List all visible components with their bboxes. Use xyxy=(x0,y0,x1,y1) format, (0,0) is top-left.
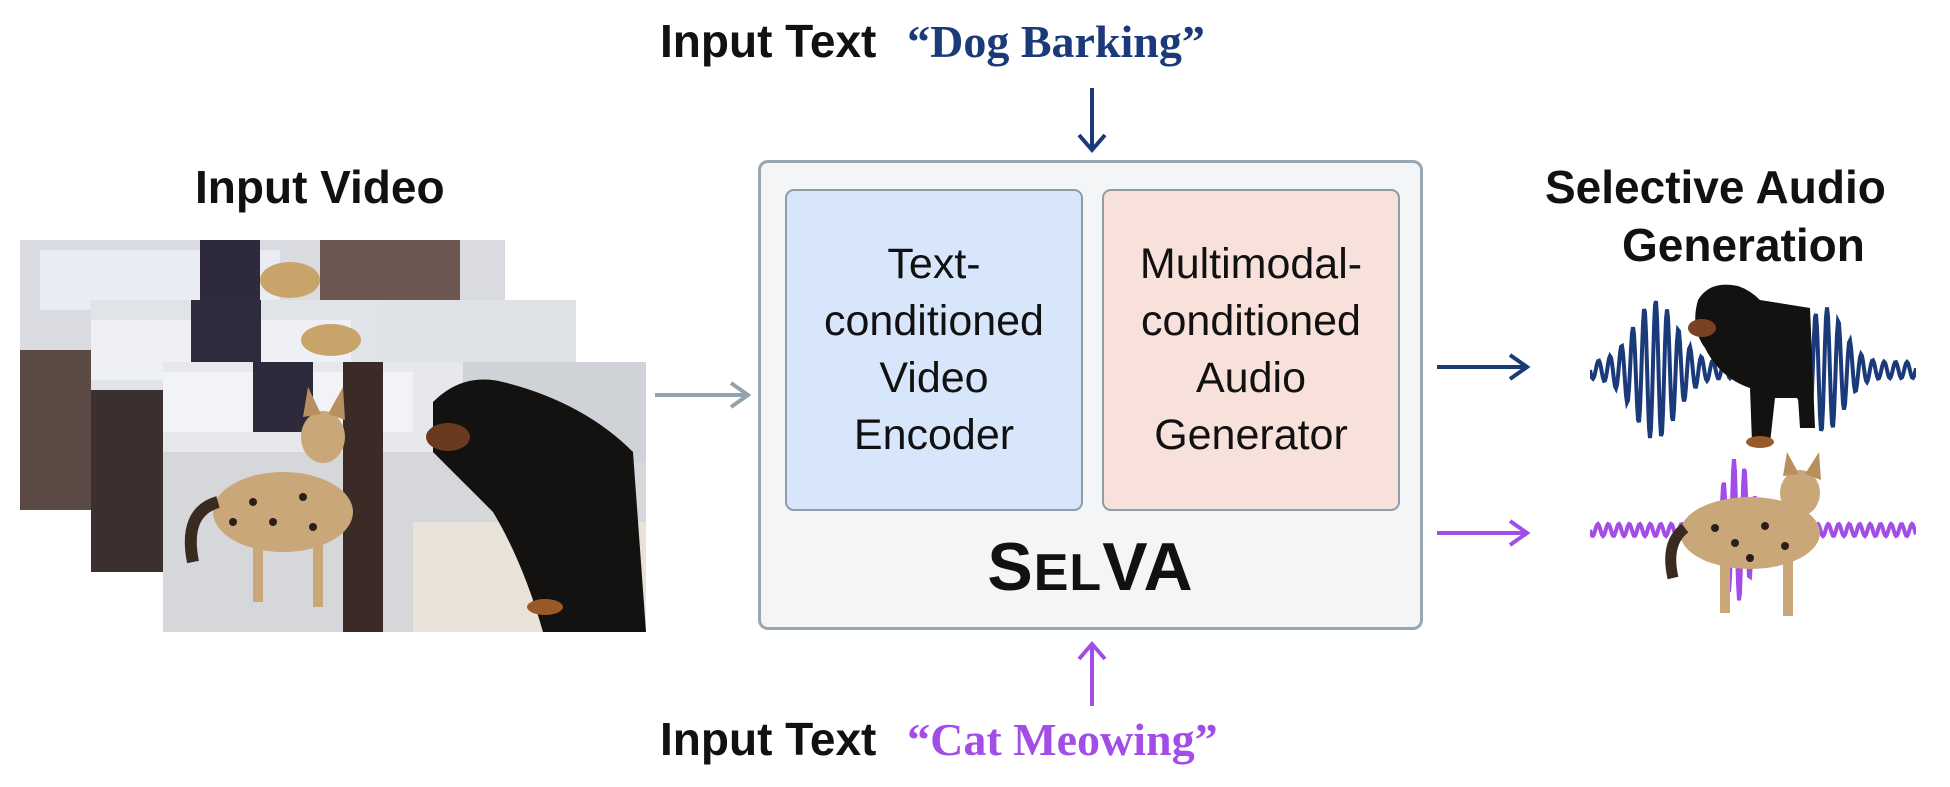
video-encoder-box: Text- conditioned Video Encoder xyxy=(785,189,1083,511)
input-video-label: Input Video xyxy=(195,161,445,213)
model-name-first: S xyxy=(987,529,1034,605)
encoder-line-1: Text- xyxy=(887,240,981,288)
bottom-input-quote: “Cat Meowing” xyxy=(907,714,1218,765)
dog-cutout-icon xyxy=(1688,284,1815,448)
encoder-line-3: Video xyxy=(879,354,989,402)
top-input-quote: “Dog Barking” xyxy=(907,16,1205,67)
selective-audio-line-2: Generation xyxy=(1622,219,1865,271)
selective-audio-label: Selective Audio Generation xyxy=(1545,158,1950,274)
bottom-input-label: Input Text xyxy=(660,713,877,765)
dog-text-arrow xyxy=(1077,88,1107,154)
selective-audio-line-1: Selective Audio xyxy=(1545,161,1886,213)
cat-output-arrow xyxy=(1437,519,1531,547)
cat-text-arrow xyxy=(1077,640,1107,706)
model-name-rest: VA xyxy=(1102,529,1194,605)
top-input-label: Input Text xyxy=(660,15,877,67)
generator-line-3: Audio xyxy=(1196,354,1306,402)
top-input-text: Input Text “Dog Barking” xyxy=(660,14,1205,68)
model-name: SELVA xyxy=(761,528,1420,606)
video-frame-front xyxy=(163,362,646,632)
model-name-smallcaps: EL xyxy=(1033,544,1103,602)
encoder-line-2: conditioned xyxy=(824,297,1044,345)
audio-generator-box: Multimodal- conditioned Audio Generator xyxy=(1102,189,1400,511)
video-to-model-arrow xyxy=(655,381,752,409)
generator-line-2: conditioned xyxy=(1141,297,1361,345)
generator-line-1: Multimodal- xyxy=(1139,240,1363,288)
dog-output-arrow xyxy=(1437,353,1531,381)
cat-cutout-icon xyxy=(1665,452,1821,616)
generator-line-4: Generator xyxy=(1154,411,1348,459)
encoder-line-4: Encoder xyxy=(853,411,1015,459)
bottom-input-text: Input Text “Cat Meowing” xyxy=(660,712,1218,766)
selva-model-box: Text- conditioned Video Encoder Multimod… xyxy=(758,160,1423,630)
